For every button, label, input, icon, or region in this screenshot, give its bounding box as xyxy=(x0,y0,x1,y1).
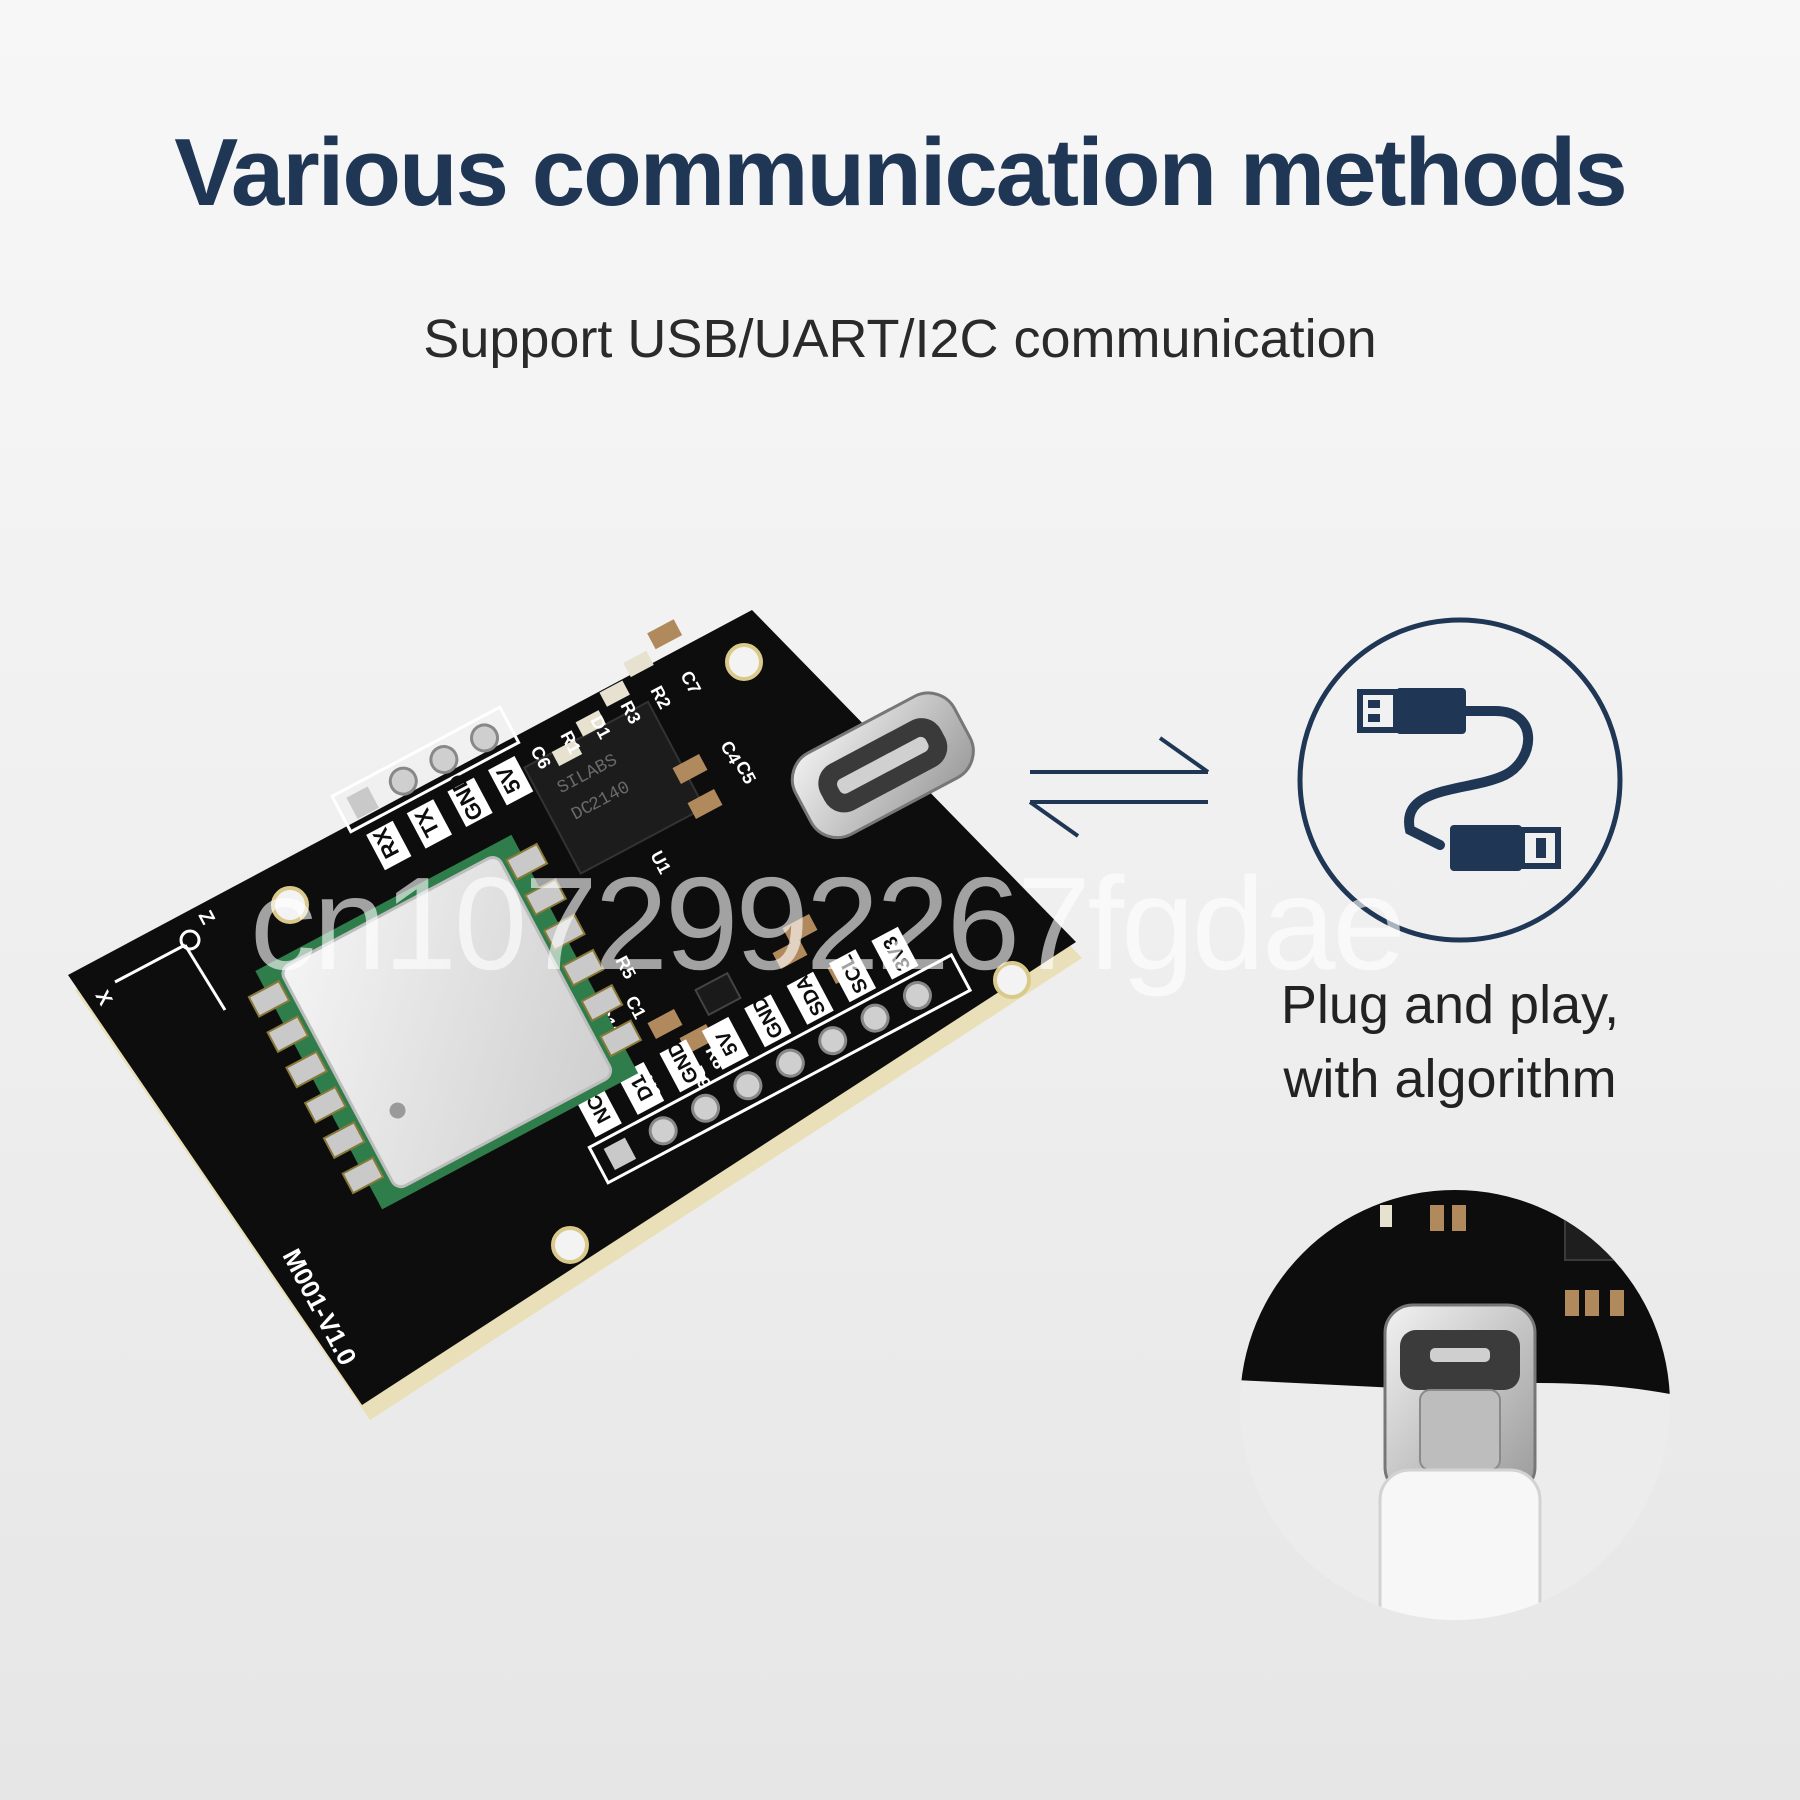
usb-port-closeup xyxy=(1240,1190,1670,1620)
caption-line-1: Plug and play, xyxy=(1280,975,1620,1035)
watermark-text: cn1072992267fgdae xyxy=(250,850,1406,997)
usb-c-port xyxy=(790,691,975,840)
usb-cable-icon xyxy=(1297,617,1623,943)
plug-and-play-caption: Plug and play, with algorithm xyxy=(1240,968,1660,1116)
axis-indicator xyxy=(114,929,227,1011)
imu-module xyxy=(247,834,643,1210)
caption-line-2: with algorithm xyxy=(1283,1049,1617,1109)
sensor-board: RX TX GND 5V SILABS 2140 DC xyxy=(68,610,1082,1420)
page-title: Various communication methods xyxy=(174,119,1628,226)
bidirectional-arrows-icon xyxy=(1028,736,1210,838)
page-subtitle: Support USB/UART/I2C communication xyxy=(423,309,1377,369)
mounting-holes xyxy=(271,643,1031,1264)
i2c-pin-header: NC D1 GND 5V GND SDA SCL 3V3 xyxy=(574,926,973,1185)
